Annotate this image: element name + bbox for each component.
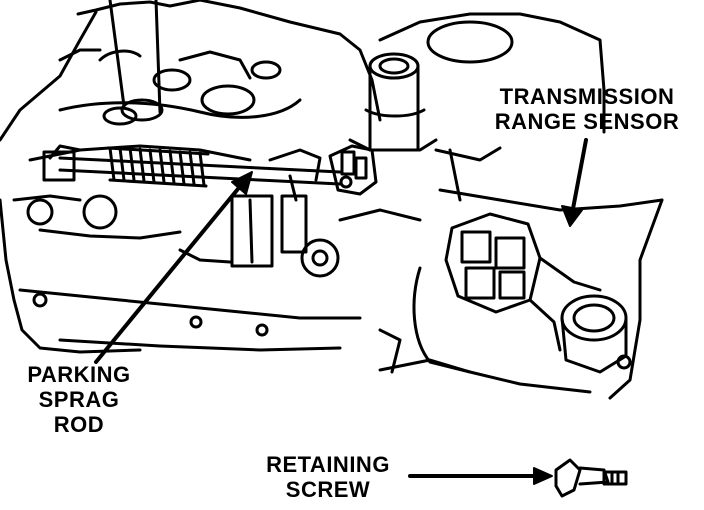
- label-line: RETAINING: [266, 452, 390, 477]
- label-line: TRANSMISSION: [499, 84, 675, 109]
- arrow-heads: [231, 171, 583, 485]
- label-line: ROD: [53, 412, 105, 437]
- valve-body: [0, 0, 422, 354]
- leader-arrows: [94, 138, 588, 478]
- case-housing-right: [378, 12, 664, 400]
- arrow-parking-sprag-rod: [94, 182, 244, 364]
- label-line: PARKING: [27, 362, 131, 387]
- arrowhead-transmission-range-sensor: [561, 205, 583, 227]
- label-parking-sprag-rod: PARKING SPRAG ROD: [4, 362, 154, 437]
- upper-cylinder: [348, 52, 438, 152]
- label-transmission-range-sensor: TRANSMISSION RANGE SENSOR: [478, 84, 696, 134]
- label-line: RANGE SENSOR: [494, 109, 680, 134]
- label-retaining-screw: RETAINING SCREW: [250, 452, 406, 502]
- arrow-transmission-range-sensor: [570, 138, 588, 216]
- retaining-screw: [554, 458, 628, 498]
- input-shaft: [108, 0, 164, 122]
- label-line: SPRAG: [38, 387, 120, 412]
- parking-sprag-rod-assembly: [42, 144, 378, 202]
- arrowhead-parking-sprag-rod: [231, 171, 253, 195]
- transmission-range-sensor: [412, 212, 628, 374]
- arrowhead-retaining-screw: [533, 467, 553, 485]
- label-line: SCREW: [285, 477, 371, 502]
